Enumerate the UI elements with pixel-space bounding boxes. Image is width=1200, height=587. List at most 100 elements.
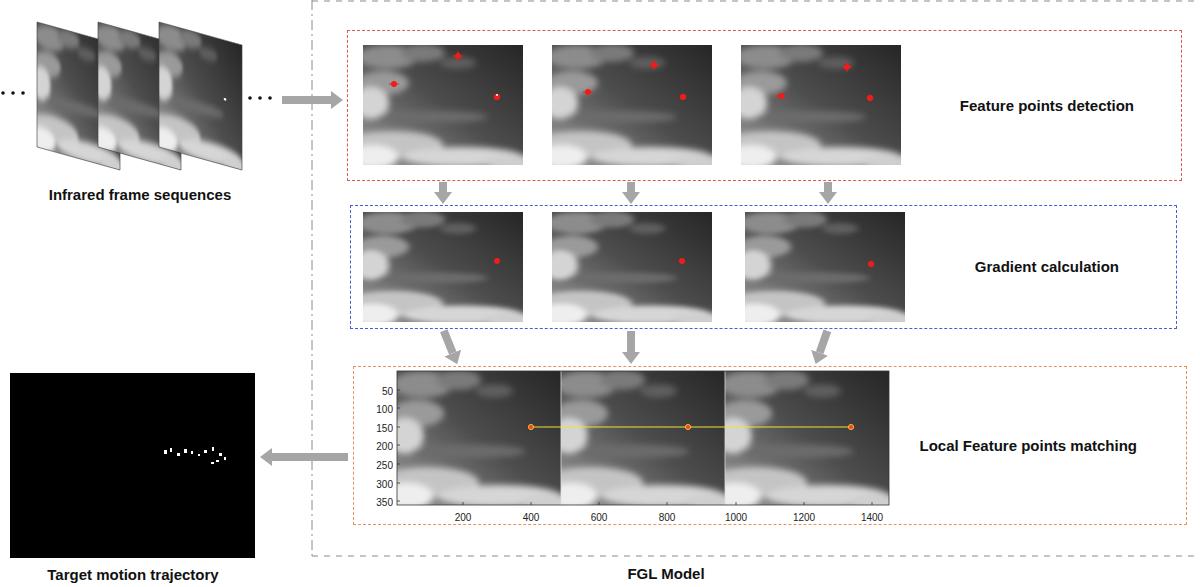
tick-holder: 350 [376, 492, 393, 510]
matching-plot-part-part [848, 424, 853, 429]
trajectory-image-part-part [216, 460, 219, 462]
detection-images-part [532, 44, 732, 171]
flow-arrow [444, 331, 453, 353]
detection-images-part [496, 94, 498, 96]
axis-tick-label: 300 [376, 479, 393, 490]
detection-images-part-part [649, 60, 659, 70]
frame-stack-part [149, 18, 253, 179]
trajectory-image-part-part [177, 453, 180, 456]
process-label: Local Feature points matching [919, 438, 1137, 454]
node-label: FGL Model [627, 565, 704, 582]
model-region: Feature points detectionGradient calcula… [312, 1, 1199, 556]
trajectory-image [10, 373, 255, 558]
ellipsis-dots-part [248, 96, 252, 100]
model-frame-part [312, 1, 1200, 2]
trajectory-image-part-part [184, 449, 187, 453]
process-label: Gradient calculation [975, 259, 1119, 275]
detection-images-part-part [776, 96, 786, 97]
model-frame [312, 0, 1200, 556]
process-box: Gradient calculation [350, 205, 1177, 329]
trajectory-image-part-part [224, 457, 226, 460]
flow-arrow [820, 331, 828, 353]
gradient-images-part [532, 211, 732, 327]
detection-images-part-part [389, 84, 399, 85]
detection-images-part-part [842, 62, 852, 72]
ellipsis-dots-part [11, 91, 15, 95]
process-label: Feature points detection [960, 98, 1134, 114]
axis-tick-label: 1400 [861, 512, 883, 523]
trajectory-image-part-part [204, 450, 207, 453]
trajectory-image-part-part [219, 453, 222, 456]
tick-holder: 50 [382, 381, 393, 399]
matching-plot-part [725, 371, 726, 505]
tick-holder: 1000 [725, 507, 747, 525]
axis-tick-label: 250 [376, 460, 393, 471]
trajectory-image-part-part [191, 451, 193, 454]
trajectory-image-part-part [170, 448, 172, 452]
matching-plot-part [377, 370, 582, 512]
tick-holder: 200 [455, 507, 472, 525]
node-label: Infrared frame sequences [49, 186, 232, 203]
flow-arrow [627, 331, 635, 352]
matching-plot-part [397, 371, 889, 505]
tick-holder: 400 [523, 507, 540, 525]
model-frame-part [312, 556, 1200, 557]
matching-plot-part [561, 371, 562, 505]
matching-plot [377, 370, 910, 512]
matching-plot-part [541, 370, 746, 512]
tick-holder: 100 [376, 399, 393, 417]
frame-sequence: Infrared frame sequences [30, 15, 278, 178]
axis-tick-label: 350 [376, 497, 393, 508]
ellipsis-dots-part [1, 91, 5, 95]
matching-plot-part-part [463, 502, 872, 505]
flow-arrow [272, 453, 348, 461]
gradient-images-part-part [679, 258, 685, 264]
axis-tick-label: 100 [376, 404, 393, 415]
axis-tick-label: 200 [455, 512, 472, 523]
ellipsis-dots-part [21, 91, 25, 95]
detection-images [343, 44, 921, 171]
trajectory-image-part [164, 447, 226, 464]
gradient-images-part-part [494, 258, 500, 264]
detection-images-part [389, 51, 873, 101]
tick-holder: 600 [591, 507, 608, 525]
axis-tick-label: 1000 [725, 512, 747, 523]
trajectory-image-part [10, 373, 255, 558]
tick-holder: 1200 [793, 507, 815, 525]
detection-images-part-part [494, 94, 500, 100]
process-box: Feature points detection [347, 30, 1182, 181]
gradient-images-part [725, 211, 925, 327]
trajectory-image-part-part [164, 450, 167, 454]
detection-images-part [343, 44, 543, 171]
matching-plot-part [397, 390, 872, 505]
caption-holder: Target motion trajectory [47, 566, 218, 584]
tick-holder: 150 [376, 418, 393, 436]
frame-stack [27, 18, 253, 179]
trajectory-image-part-part [211, 462, 214, 464]
matching-plot-part [528, 424, 853, 429]
tick-holder: 300 [376, 474, 393, 492]
detection-images-part-part [680, 94, 686, 100]
frame-stack-part-part [159, 22, 242, 170]
tick-holder: 800 [659, 507, 676, 525]
ellipsis-dots-part [268, 96, 272, 100]
axis-tick-label: 400 [523, 512, 540, 523]
frame-stack-part-part [149, 18, 253, 179]
gradient-images [343, 211, 925, 327]
matching-plot-part-part [528, 424, 533, 429]
matching-plot-part-part [397, 390, 400, 501]
matching-plot-part [705, 370, 910, 512]
axis-tick-label: 600 [591, 512, 608, 523]
ellipsis-dots-part [258, 96, 262, 100]
detection-images-part-part [453, 51, 463, 61]
flow-arrow [824, 182, 832, 192]
flow-arrow [627, 182, 635, 192]
matching-plot-part [531, 426, 851, 427]
caption-holder: Infrared frame sequences [49, 186, 232, 204]
axis-tick-label: 150 [376, 423, 393, 434]
tick-holder: 200 [376, 436, 393, 454]
detection-images-part-part [583, 92, 593, 93]
